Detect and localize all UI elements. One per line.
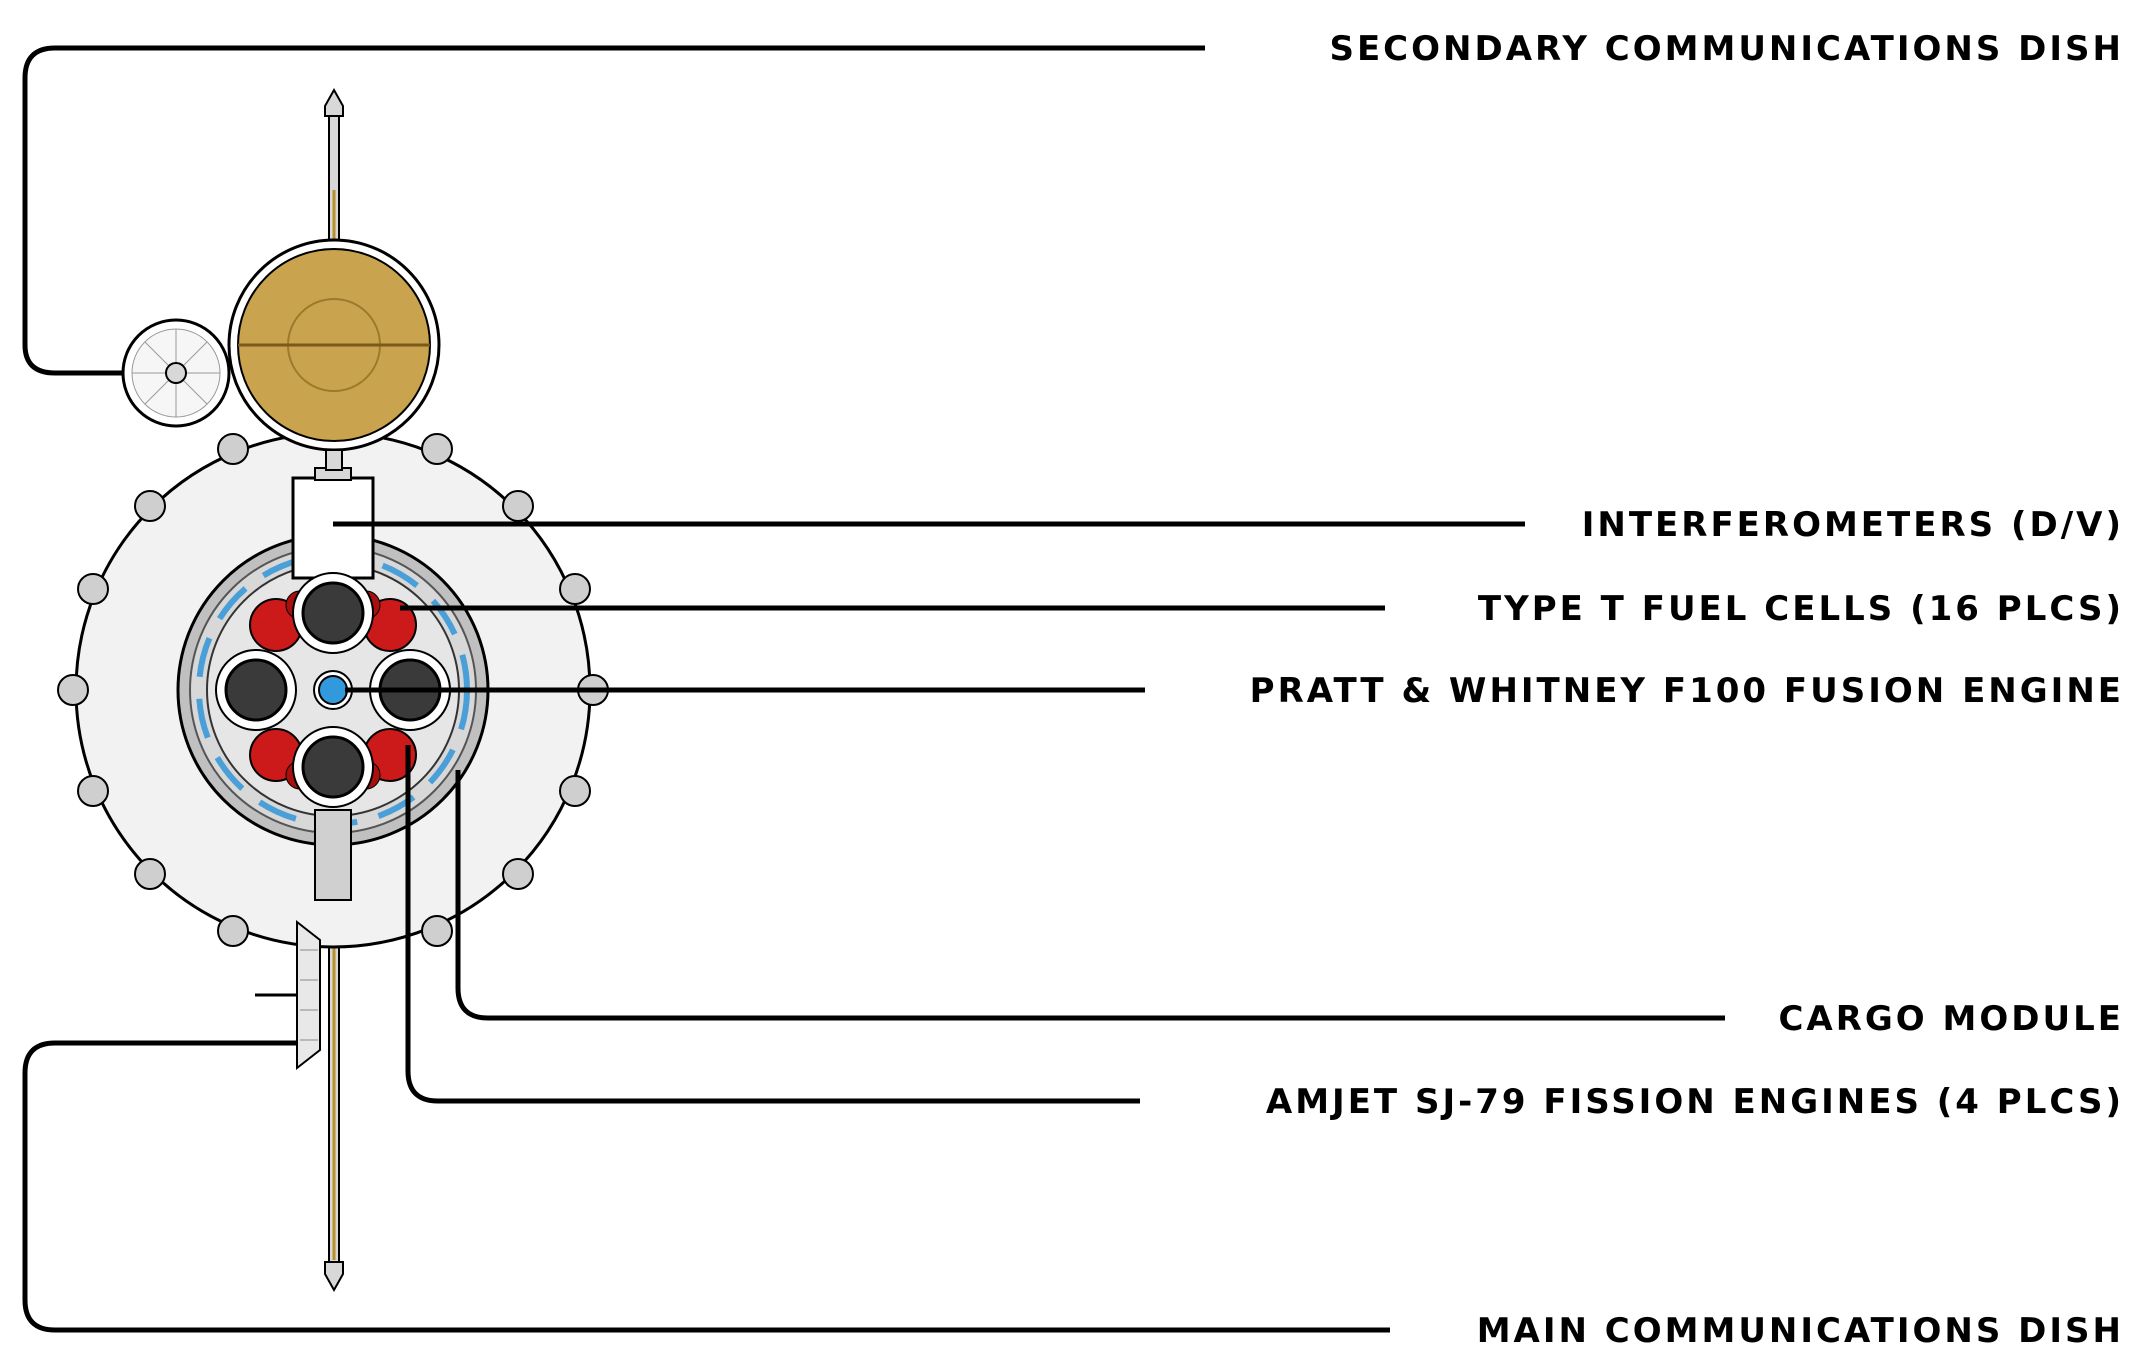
small-dish xyxy=(121,318,231,428)
label-fission-engines: AMJET SJ-79 FISSION ENGINES (4 PLCS) xyxy=(1266,1082,2124,1122)
label-secondary-dish: SECONDARY COMMUNICATIONS DISH xyxy=(1329,29,2124,69)
leader-secondary-dish xyxy=(22,45,1205,376)
hull-perimeter-bumps xyxy=(57,433,609,947)
main-communications-dish xyxy=(255,919,321,1071)
label-main-dish: MAIN COMMUNICATIONS DISH xyxy=(1477,1311,2124,1349)
leader-cargo-module xyxy=(455,770,1725,1021)
lower-strut xyxy=(314,809,352,901)
leader-fission-engines xyxy=(405,745,1140,1104)
label-interferometers: INTERFEROMETERS (D/V) xyxy=(1582,505,2124,545)
secondary-communications-dish xyxy=(227,238,441,471)
leader-lines xyxy=(22,45,1725,1333)
fission-engines xyxy=(215,572,451,808)
label-fusion-engine: PRATT & WHITNEY F100 FUSION ENGINE xyxy=(1250,671,2124,711)
callout-labels: SECONDARY COMMUNICATIONS DISH INTERFEROM… xyxy=(1250,29,2124,1349)
label-cargo-module: CARGO MODULE xyxy=(1778,999,2124,1039)
label-fuel-cells: TYPE T FUEL CELLS (16 PLCS) xyxy=(1478,589,2124,629)
leader-main-dish xyxy=(22,1040,1390,1333)
